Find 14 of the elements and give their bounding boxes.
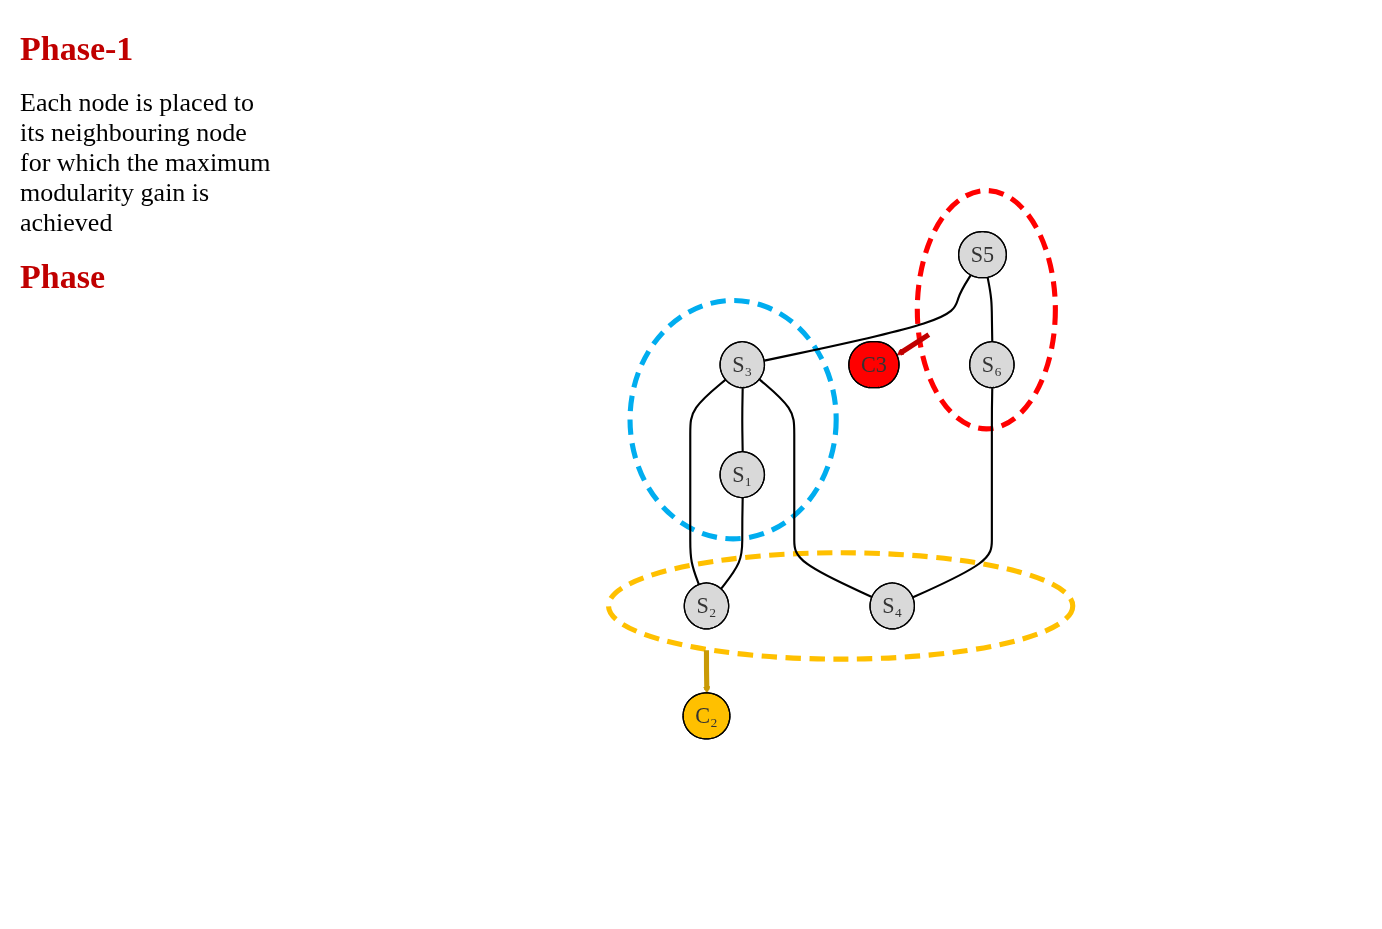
cluster — [606, 549, 1076, 662]
phase-heading: Phase-1 — [20, 30, 135, 68]
connector — [912, 387, 994, 599]
cluster — [915, 187, 1059, 432]
arrow — [703, 650, 711, 694]
note-text: Each node is placed to its neighbouring node for which the maximum modularity gain is achieved — [20, 88, 272, 238]
connector — [720, 497, 745, 590]
cluster — [627, 297, 840, 542]
connector — [764, 274, 973, 362]
connector — [741, 387, 745, 452]
arrow — [897, 332, 931, 356]
phase-heading: Phase — [20, 258, 106, 296]
connector — [987, 277, 994, 342]
connector — [689, 378, 727, 586]
